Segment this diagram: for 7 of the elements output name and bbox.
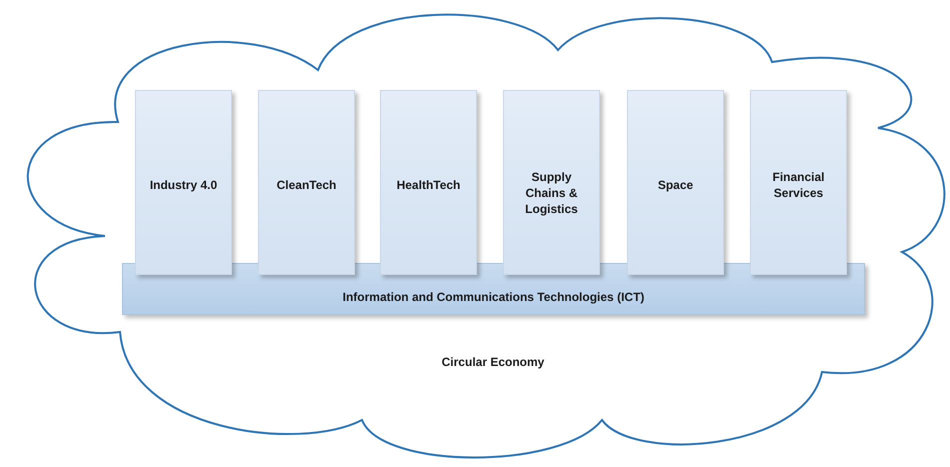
pillar-box: Supply Chains & Logistics	[503, 90, 600, 275]
pillar-box: HealthTech	[380, 90, 477, 275]
pillar-box: Space	[627, 90, 724, 275]
pillar-box: CleanTech	[258, 90, 355, 275]
pillar-box: Industry 4.0	[135, 90, 232, 275]
pillar-box: Financial Services	[750, 90, 847, 275]
cloud-label: Circular Economy	[440, 355, 546, 369]
